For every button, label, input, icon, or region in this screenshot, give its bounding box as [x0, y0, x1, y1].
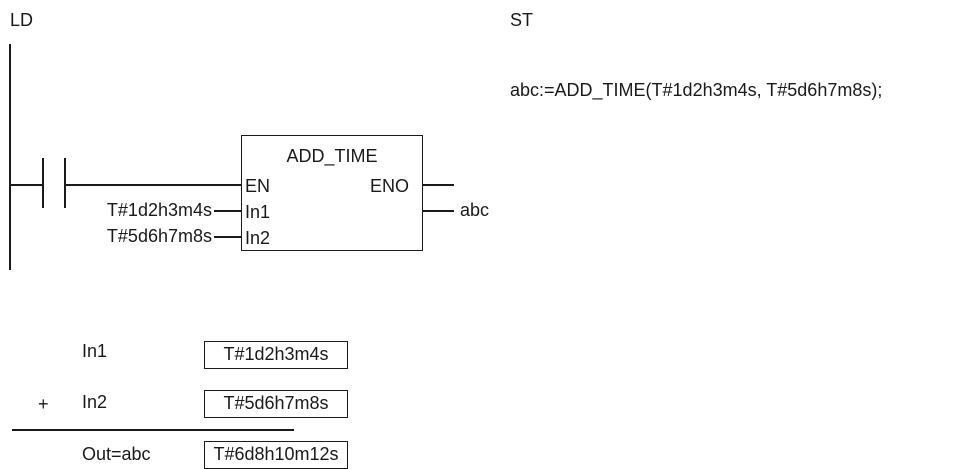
- rung-wire-left: [10, 184, 42, 186]
- in2-wire: [214, 236, 241, 238]
- function-block-add-time: [241, 135, 423, 251]
- calc-row1-value: T#1d2h3m4s: [204, 341, 348, 369]
- contact-right-bar: [64, 158, 66, 208]
- in1-wire: [214, 210, 241, 212]
- en-pin-label: EN: [245, 176, 271, 196]
- calc-sum-line: [12, 429, 294, 431]
- calc-row1-label: In1: [82, 341, 108, 361]
- calc-row2-label: In2: [82, 392, 108, 412]
- rung-wire-to-en: [65, 184, 241, 186]
- out-wire: [423, 210, 454, 212]
- ld-heading: LD: [10, 10, 34, 30]
- output-variable: abc: [460, 200, 490, 220]
- in1-pin-label: In1: [245, 202, 271, 222]
- in2-pin-label: In2: [245, 228, 271, 248]
- in2-input-value: T#5d6h7m8s: [106, 226, 212, 246]
- eno-pin-label: ENO: [370, 176, 410, 196]
- calc-result-label: Out=abc: [82, 444, 151, 464]
- calc-operator-plus: +: [38, 394, 49, 414]
- st-code: abc:=ADD_TIME(T#1d2h3m4s, T#5d6h7m8s);: [510, 80, 883, 100]
- eno-wire: [423, 184, 454, 186]
- contact-left-bar: [42, 158, 44, 208]
- function-block-name: ADD_TIME: [286, 146, 378, 166]
- in1-input-value: T#1d2h3m4s: [106, 200, 212, 220]
- st-heading: ST: [510, 10, 534, 30]
- calc-row2-value: T#5d6h7m8s: [204, 390, 348, 418]
- left-power-rail: [9, 44, 11, 270]
- calc-result-value: T#6d8h10m12s: [204, 441, 348, 469]
